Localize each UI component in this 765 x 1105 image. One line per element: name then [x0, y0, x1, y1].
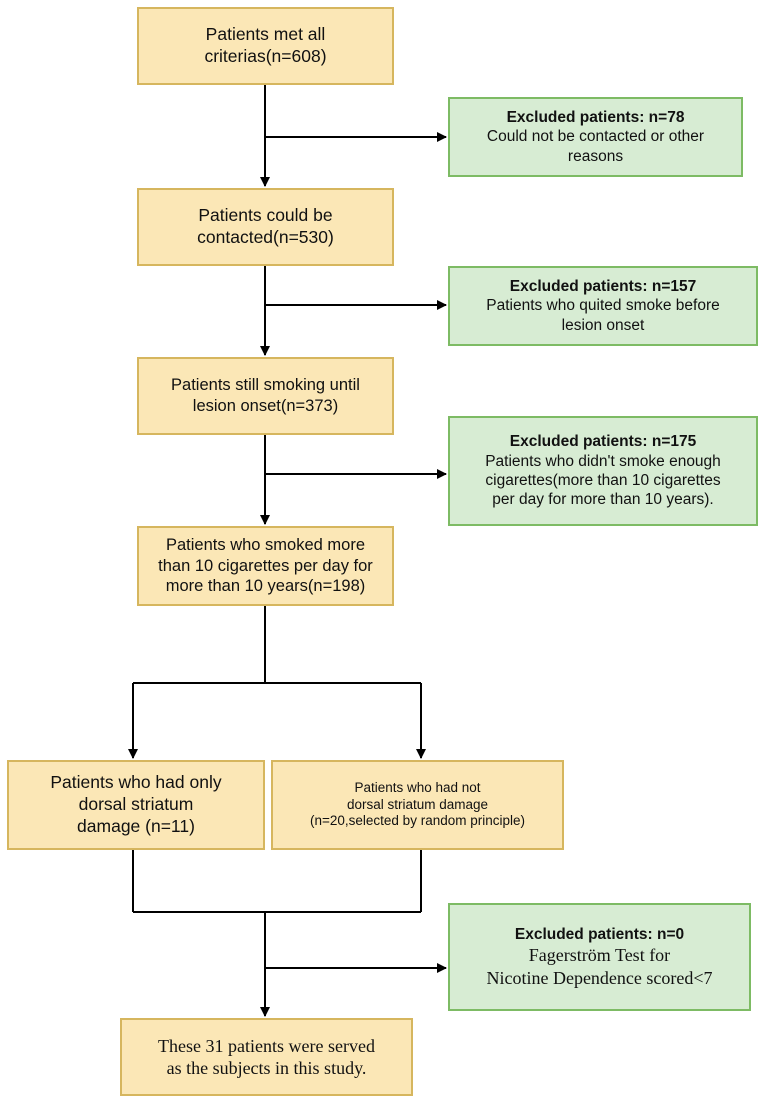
box-text: criterias(n=608) — [204, 46, 327, 66]
box-text: Patients still smoking until — [171, 376, 360, 395]
box-excluded-78: Excluded patients: n=78 Could not be con… — [448, 97, 743, 177]
box-text: Patients who had not — [354, 779, 481, 795]
excluded-title: Excluded patients: n=175 — [509, 433, 697, 451]
excluded-reason: reasons — [567, 147, 624, 165]
box-excluded-175: Excluded patients: n=175 Patients who di… — [448, 416, 758, 526]
box-not-dorsal-striatum: Patients who had not dorsal striatum dam… — [271, 760, 564, 850]
box-patients-still-smoking: Patients still smoking until lesion onse… — [137, 357, 394, 435]
excluded-reason: Nicotine Dependence scored<7 — [486, 967, 713, 988]
box-text: lesion onset(n=373) — [192, 397, 339, 415]
box-final-subjects: These 31 patients were served as the sub… — [120, 1018, 413, 1096]
excluded-reason: lesion onset — [561, 316, 645, 334]
box-excluded-0: Excluded patients: n=0 Fagerström Test f… — [448, 903, 751, 1011]
excluded-reason: Fagerström Test for — [528, 945, 671, 966]
box-text: Patients who had only — [50, 772, 222, 793]
box-text: than 10 cigarettes per day for — [158, 556, 373, 575]
box-only-dorsal-striatum: Patients who had only dorsal striatum da… — [7, 760, 265, 850]
excluded-reason: per day for more than 10 years). — [492, 491, 714, 509]
box-text: dorsal striatum damage — [346, 796, 489, 812]
box-text: Patients met all — [205, 24, 326, 45]
box-text: Patients could be — [198, 205, 333, 226]
box-text: damage (n=11) — [77, 815, 195, 836]
box-text: dorsal striatum — [78, 794, 194, 815]
excluded-reason: cigarettes(more than 10 cigarettes — [485, 472, 721, 489]
excluded-reason: Patients who quited smoke before — [486, 297, 720, 315]
box-patients-met-criteria: Patients met all criterias(n=608) — [137, 7, 394, 85]
box-patients-contacted: Patients could be contacted(n=530) — [137, 188, 394, 266]
box-patients-smoked-enough: Patients who smoked more than 10 cigaret… — [137, 526, 394, 606]
box-text: These 31 patients were served — [158, 1035, 375, 1056]
box-excluded-157: Excluded patients: n=157 Patients who qu… — [448, 266, 758, 346]
box-text: as the subjects in this study. — [166, 1058, 367, 1078]
box-text: contacted(n=530) — [197, 227, 334, 247]
excluded-title: Excluded patients: n=157 — [509, 277, 697, 295]
excluded-title: Excluded patients: n=0 — [514, 925, 685, 943]
box-text: more than 10 years(n=198) — [165, 577, 366, 596]
box-text: Patients who smoked more — [165, 536, 365, 555]
box-text: (n=20,selected by random principle) — [310, 813, 525, 829]
excluded-title: Excluded patients: n=78 — [506, 108, 685, 126]
excluded-reason: Patients who didn't smoke enough — [485, 452, 721, 470]
excluded-reason: Could not be contacted or other — [486, 128, 705, 146]
